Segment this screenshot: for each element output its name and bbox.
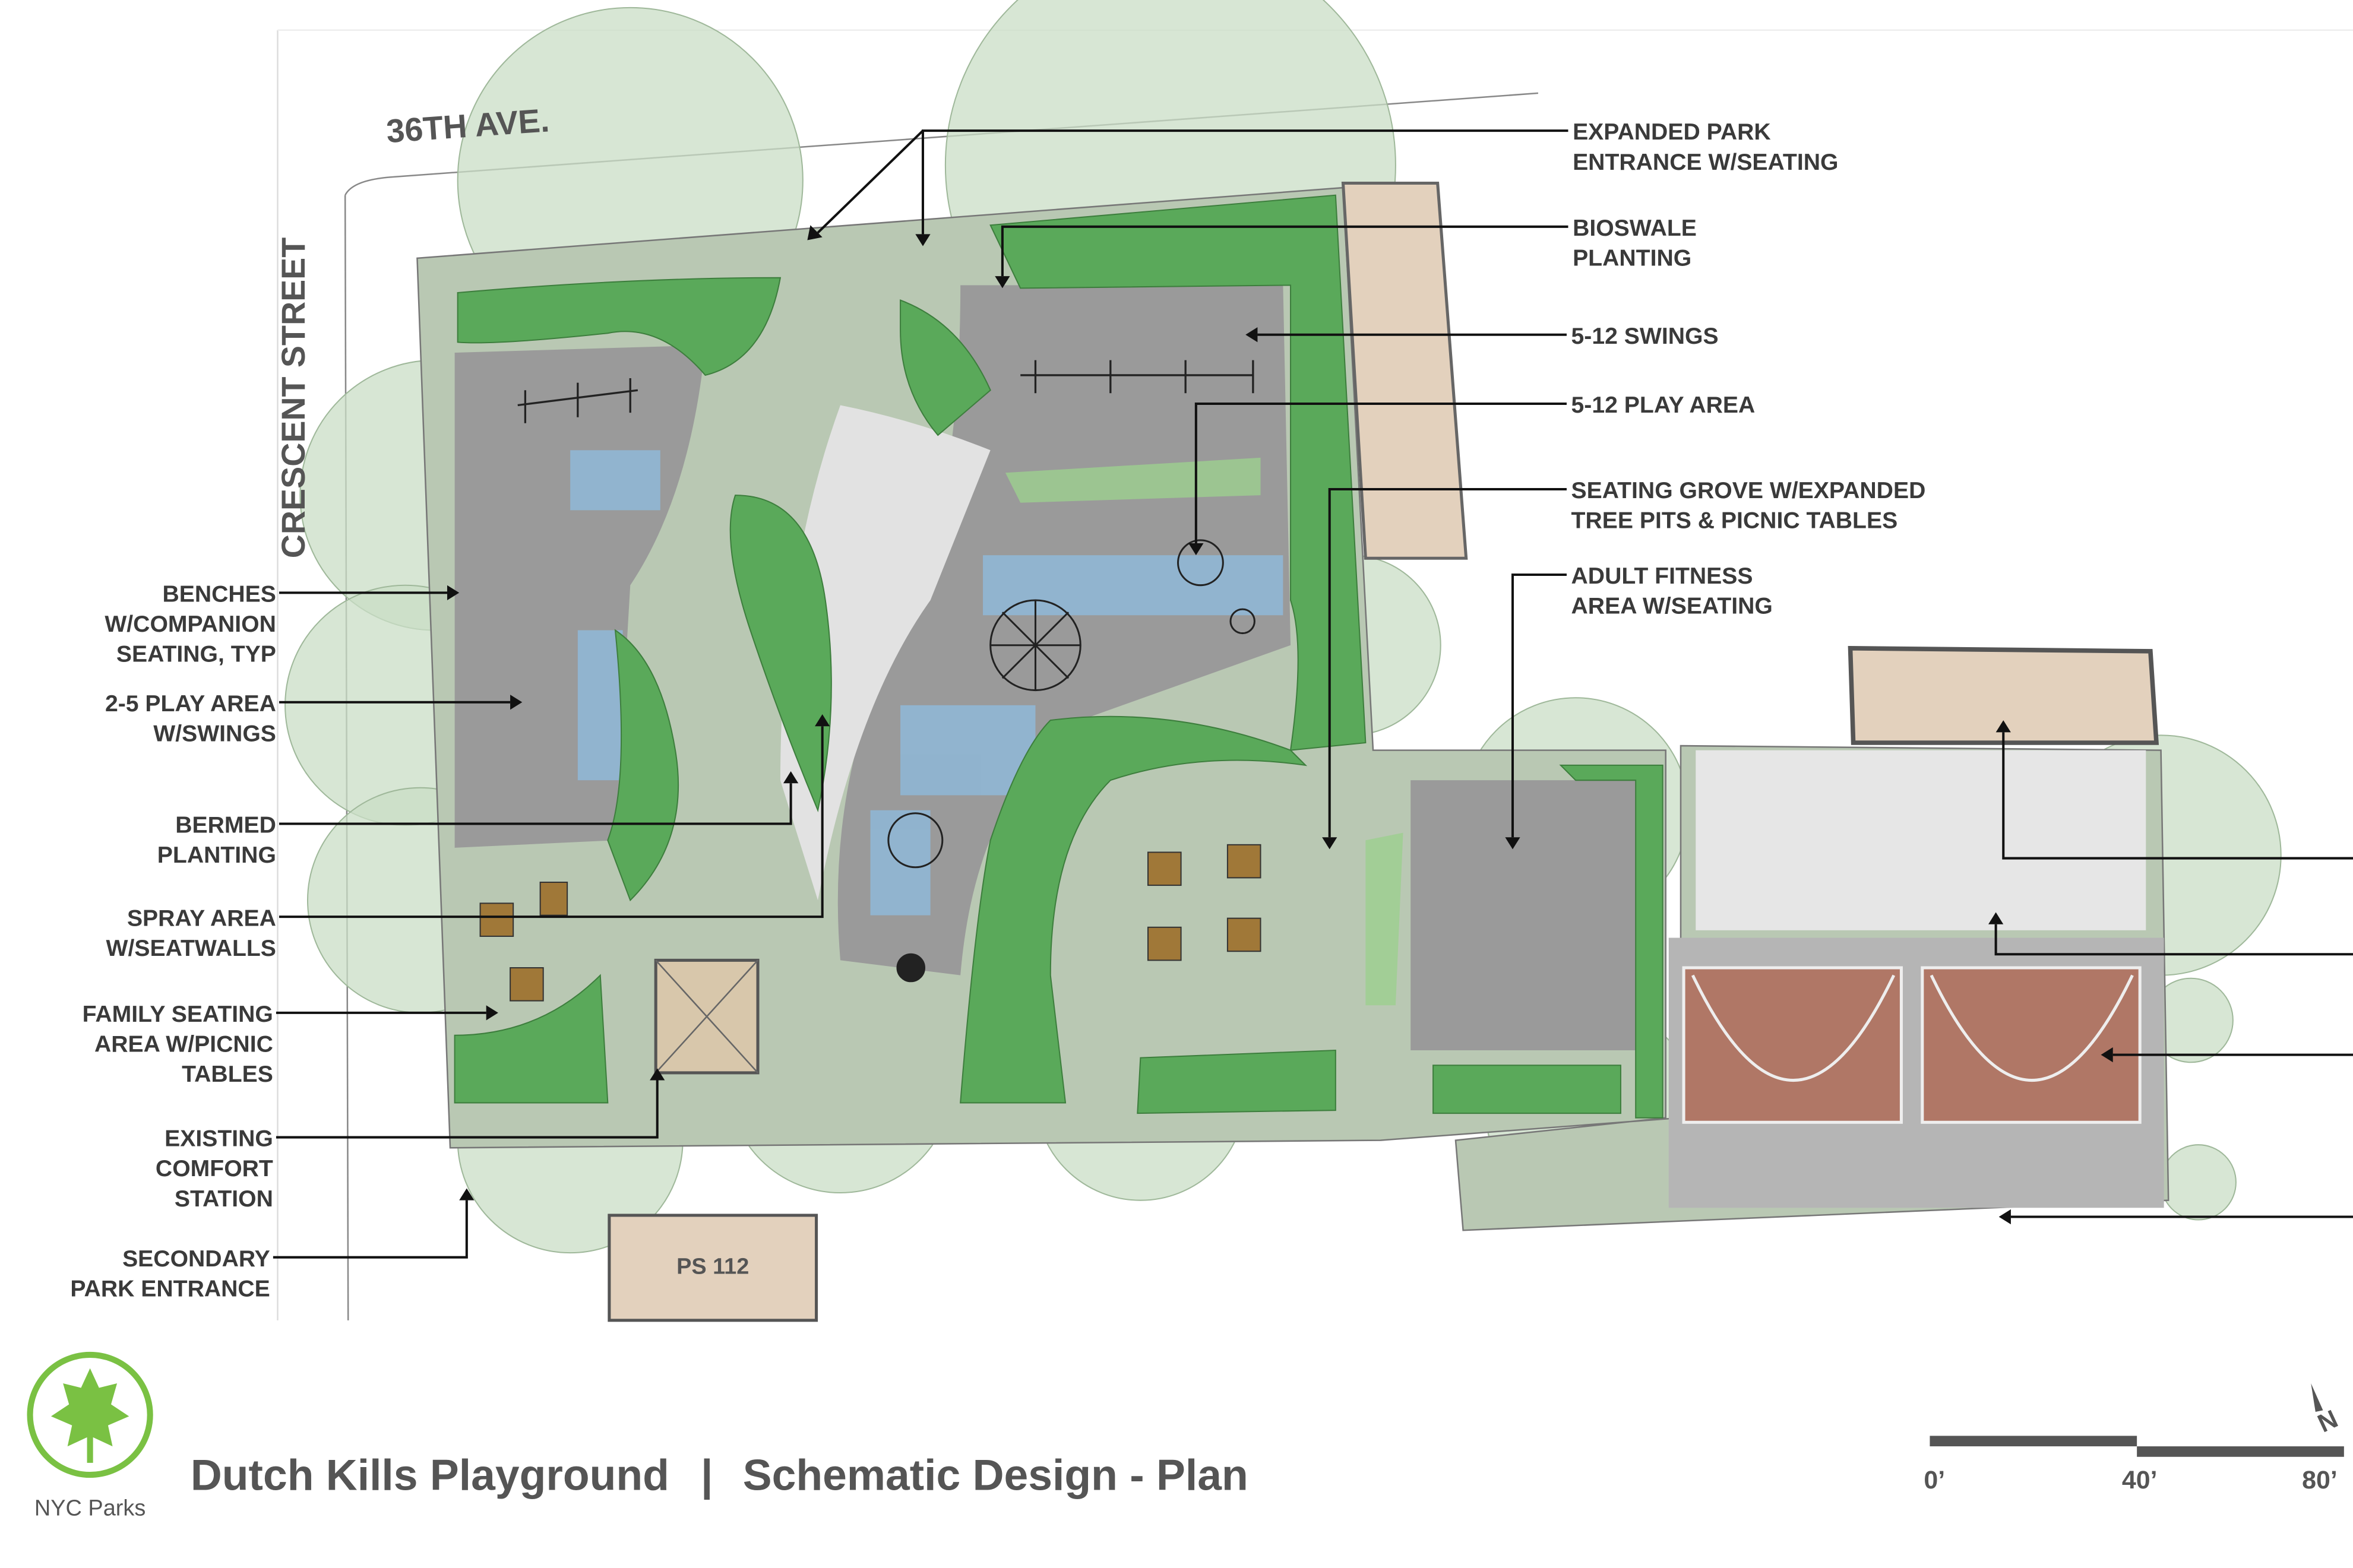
svg-text:FAMILY SEATING: FAMILY SEATING	[83, 1002, 273, 1027]
plan-title: Dutch Kills Playground	[191, 1450, 669, 1499]
svg-text:PLANTING: PLANTING	[157, 842, 276, 868]
svg-text:EXISTING: EXISTING	[165, 1126, 273, 1152]
svg-text:W/SWINGS: W/SWINGS	[153, 721, 276, 746]
title-separator: |	[701, 1450, 713, 1500]
svg-text:5-12 PLAY AREA: 5-12 PLAY AREA	[1571, 392, 1756, 418]
svg-text:SEATING, TYP: SEATING, TYP	[116, 642, 276, 667]
ps-112-label: PS 112	[676, 1254, 749, 1279]
svg-text:BIOSWALE: BIOSWALE	[1573, 216, 1697, 241]
svg-text:ADULT FITNESS: ADULT FITNESS	[1571, 563, 1753, 589]
ps-112-building	[608, 1214, 818, 1322]
svg-text:TREE PITS & PICNIC TABLES: TREE PITS & PICNIC TABLES	[1571, 508, 1898, 534]
label-5-12-swings: 5-12 SWINGS	[1245, 324, 1719, 349]
svg-text:80’: 80’	[2302, 1466, 2338, 1494]
adjacent-building-right	[1341, 181, 1468, 560]
label-bioswale: BIOSWALE PLANTING	[995, 216, 1697, 289]
scale-bar: 0’ 40’ 80’	[1924, 1436, 2344, 1494]
label-benches: BENCHES W/COMPANION SEATING, TYP	[105, 581, 460, 667]
svg-text:NYC Parks: NYC Parks	[34, 1496, 146, 1521]
svg-text:ENTRANCE W/SEATING: ENTRANCE W/SEATING	[1573, 150, 1838, 175]
svg-text:BERMED: BERMED	[175, 813, 276, 838]
label-seating-grove: SEATING GROVE W/EXPANDED TREE PITS & PIC…	[1322, 478, 1926, 850]
basketball-court-2	[1921, 966, 2142, 1124]
svg-text:PLANTING: PLANTING	[1573, 245, 1691, 271]
play-structure	[887, 539, 1255, 983]
svg-text:EXPANDED PARK: EXPANDED PARK	[1573, 119, 1771, 145]
right-edge-leaders	[1988, 720, 2353, 1225]
svg-text:SECONDARY: SECONDARY	[122, 1246, 270, 1272]
label-expanded-entrance: EXPANDED PARK ENTRANCE W/SEATING	[807, 119, 1838, 246]
label-spray-area: SPRAY AREA W/SEATWALLS	[106, 714, 830, 961]
svg-text:W/COMPANION: W/COMPANION	[105, 612, 276, 637]
curb-line	[344, 92, 1539, 196]
adjacent-building-east	[1848, 645, 2159, 745]
label-family-seating: FAMILY SEATING AREA W/PICNIC TABLES	[83, 1002, 498, 1087]
swings-2-5	[517, 378, 638, 423]
spray-area	[570, 450, 1283, 916]
basketball-court-1	[1682, 966, 1903, 1124]
court-arc-2	[1930, 974, 2134, 1082]
fitness-area	[1410, 780, 1636, 1051]
svg-text:TABLES: TABLES	[182, 1062, 273, 1087]
multi-use-court	[1696, 750, 2146, 930]
svg-text:PARK ENTRANCE: PARK ENTRANCE	[70, 1276, 270, 1301]
nyc-parks-logo: NYC Parks	[27, 1351, 153, 1521]
comfort-station-roof	[655, 959, 758, 1073]
svg-text:BENCHES: BENCHES	[162, 581, 276, 607]
central-promenade	[780, 405, 991, 901]
svg-text:STATION: STATION	[175, 1186, 273, 1212]
court-arc-1	[1691, 974, 1896, 1082]
svg-text:N: N	[2313, 1405, 2342, 1439]
street-crescent: CRESCENT STREET	[275, 237, 312, 558]
svg-text:SPRAY AREA: SPRAY AREA	[127, 905, 276, 931]
plan-subtitle: Schematic Design - Plan	[743, 1450, 1248, 1499]
swings-5-12	[1020, 360, 1254, 394]
label-comfort-station: EXISTING COMFORT STATION	[156, 1068, 665, 1212]
svg-text:AREA W/PICNIC: AREA W/PICNIC	[94, 1032, 273, 1057]
picnic-tables	[479, 844, 1261, 1002]
svg-text:SEATING GROVE W/EXPANDED: SEATING GROVE W/EXPANDED	[1571, 478, 1926, 503]
bermed-planting	[454, 194, 1663, 1119]
svg-text:W/SEATWALLS: W/SEATWALLS	[106, 936, 276, 961]
label-5-12-play-area: 5-12 PLAY AREA	[1188, 392, 1756, 556]
svg-text:0’: 0’	[1924, 1466, 1945, 1494]
svg-text:2-5 PLAY AREA: 2-5 PLAY AREA	[105, 691, 276, 717]
svg-text:COMFORT: COMFORT	[156, 1156, 273, 1181]
label-2-5-play-area: 2-5 PLAY AREA W/SWINGS	[105, 691, 523, 746]
svg-text:40’: 40’	[2122, 1466, 2158, 1494]
svg-text:AREA W/SEATING: AREA W/SEATING	[1571, 594, 1773, 619]
label-secondary-entrance: SECONDARY PARK ENTRANCE	[70, 1188, 475, 1301]
svg-text:5-12 SWINGS: 5-12 SWINGS	[1571, 324, 1719, 349]
label-adult-fitness: ADULT FITNESS AREA W/SEATING	[1505, 563, 1773, 850]
label-bermed-planting: BERMED PLANTING	[157, 771, 799, 868]
north-arrow-icon: N	[2311, 1383, 2342, 1438]
